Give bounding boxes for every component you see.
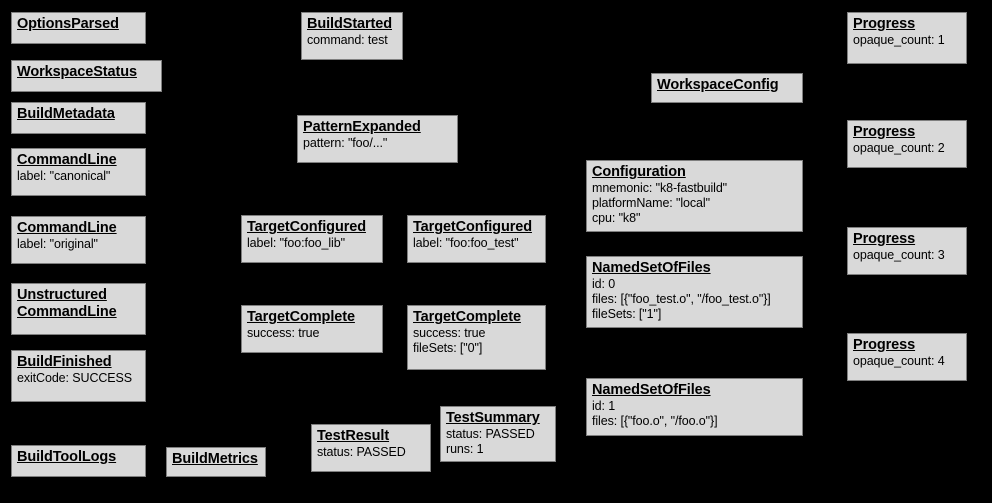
node-title: WorkspaceConfig xyxy=(657,77,779,93)
node-field: id: 0 xyxy=(592,277,616,291)
node-field: files: [{"foo.o", "/foo.o"}] xyxy=(592,414,718,428)
node-title: Progress xyxy=(853,16,916,32)
node-title: BuildFinished xyxy=(17,354,112,370)
node-fields: label: "canonical" xyxy=(17,169,140,184)
node-fields: opaque_count: 4 xyxy=(853,354,961,369)
node-title: BuildStarted xyxy=(307,16,393,32)
node-field: status: PASSED xyxy=(317,445,406,459)
node-title: WorkspaceStatus xyxy=(17,64,137,80)
node-title: Progress xyxy=(853,124,916,140)
node-fields: mnemonic: "k8-fastbuild"platformName: "l… xyxy=(592,181,797,226)
node-field: command: test xyxy=(307,33,388,47)
node-fields: status: PASSED xyxy=(317,445,425,460)
node-build-metrics[interactable]: BuildMetrics xyxy=(166,447,266,477)
node-field: cpu: "k8" xyxy=(592,211,641,225)
node-build-metadata[interactable]: BuildMetadata xyxy=(11,102,146,134)
node-field: opaque_count: 4 xyxy=(853,354,945,368)
node-title: TestResult xyxy=(317,428,390,444)
node-field: runs: 1 xyxy=(446,442,484,456)
node-field: opaque_count: 2 xyxy=(853,141,945,155)
node-field: pattern: "foo/..." xyxy=(303,136,388,150)
node-field: mnemonic: "k8-fastbuild" xyxy=(592,181,728,195)
node-field: opaque_count: 1 xyxy=(853,33,945,47)
node-title: Unstructured CommandLine xyxy=(17,287,117,320)
node-field: success: true xyxy=(413,326,486,340)
node-title: OptionsParsed xyxy=(17,16,119,32)
node-field: files: [{"foo_test.o", "/foo_test.o"}] xyxy=(592,292,771,306)
node-field: opaque_count: 3 xyxy=(853,248,945,262)
node-title: BuildMetadata xyxy=(17,106,115,122)
node-fields: opaque_count: 1 xyxy=(853,33,961,48)
node-title: NamedSetOfFiles xyxy=(592,260,711,276)
node-field: label: "original" xyxy=(17,237,98,251)
node-fields: opaque_count: 2 xyxy=(853,141,961,156)
node-fields: label: "foo:foo_test" xyxy=(413,236,540,251)
node-workspace-status[interactable]: WorkspaceStatus xyxy=(11,60,162,92)
node-fields: command: test xyxy=(307,33,397,48)
node-title: CommandLine xyxy=(17,220,117,236)
node-title: TargetConfigured xyxy=(247,219,366,235)
node-fields: pattern: "foo/..." xyxy=(303,136,452,151)
node-title: TargetComplete xyxy=(247,309,355,325)
node-title: TargetComplete xyxy=(413,309,521,325)
node-title: CommandLine xyxy=(17,152,117,168)
node-fields: opaque_count: 3 xyxy=(853,248,961,263)
node-title: TargetConfigured xyxy=(413,219,532,235)
node-title: Progress xyxy=(853,337,916,353)
node-fields: label: "original" xyxy=(17,237,140,252)
node-fields: success: true xyxy=(247,326,377,341)
node-title: BuildMetrics xyxy=(172,451,258,467)
node-field: label: "canonical" xyxy=(17,169,111,183)
node-field: platformName: "local" xyxy=(592,196,710,210)
node-fields: exitCode: SUCCESS xyxy=(17,371,140,386)
node-build-tool-logs[interactable]: BuildToolLogs xyxy=(11,445,146,477)
node-field: id: 1 xyxy=(592,399,616,413)
node-fields: label: "foo:foo_lib" xyxy=(247,236,377,251)
node-title: Progress xyxy=(853,231,916,247)
node-workspace-config[interactable]: WorkspaceConfig xyxy=(651,73,803,103)
node-field: status: PASSED xyxy=(446,427,535,441)
node-field: fileSets: ["0"] xyxy=(413,341,483,355)
node-field: label: "foo:foo_lib" xyxy=(247,236,345,250)
node-field: success: true xyxy=(247,326,320,340)
node-title: PatternExpanded xyxy=(303,119,421,135)
node-field: exitCode: SUCCESS xyxy=(17,371,133,385)
node-title: TestSummary xyxy=(446,410,540,426)
node-field: label: "foo:foo_test" xyxy=(413,236,519,250)
node-options-parsed[interactable]: OptionsParsed xyxy=(11,12,146,44)
node-title: BuildToolLogs xyxy=(17,449,117,465)
node-field: fileSets: ["1"] xyxy=(592,307,662,321)
node-title: NamedSetOfFiles xyxy=(592,382,711,398)
node-unstructured-command-line[interactable]: Unstructured CommandLine xyxy=(11,283,146,335)
node-title: Configuration xyxy=(592,164,686,180)
